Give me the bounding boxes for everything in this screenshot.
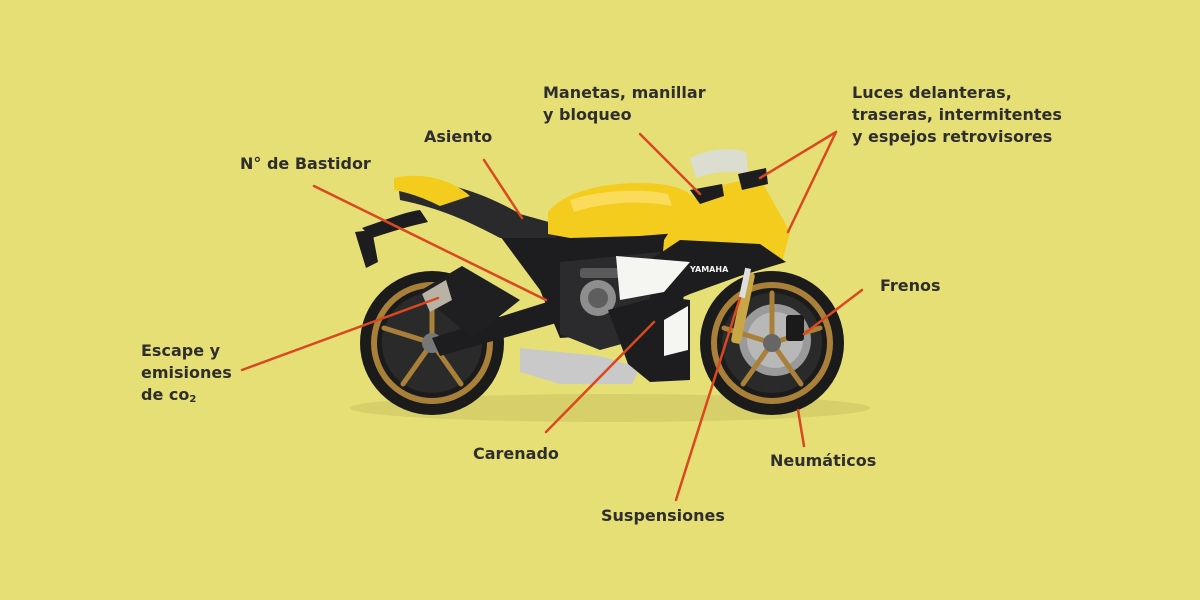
label-escape: Escape y emisiones de co2: [141, 340, 232, 411]
leader-lines: [240, 130, 864, 502]
label-asiento-line1: Asiento: [424, 127, 493, 146]
label-asiento: Asiento: [424, 126, 492, 148]
label-luces-line1: Luces delanteras,: [852, 83, 1012, 102]
exhaust: [418, 266, 640, 384]
label-manetas-line1: Manetas, manillar: [543, 83, 706, 102]
leader-frenos: [802, 288, 864, 336]
label-manetas-line2: y bloqueo: [543, 105, 632, 124]
label-neumaticos: Neumáticos: [770, 450, 876, 472]
label-luces: Luces delanteras, traseras, intermitente…: [852, 82, 1062, 148]
label-neumaticos-line1: Neumáticos: [770, 451, 877, 470]
label-escape-subscript: 2: [189, 394, 197, 405]
label-carenado: Carenado: [473, 443, 559, 465]
label-frenos: Frenos: [880, 275, 941, 297]
brand-badge: YAMAHA: [689, 265, 729, 274]
leader-luces-1: [758, 130, 838, 180]
label-escape-line1: Escape y: [141, 341, 221, 360]
swingarm: [432, 298, 574, 356]
windscreen: [690, 149, 748, 178]
leader-luces-2: [786, 130, 838, 234]
front-fairing: R1 YAMAHA: [608, 180, 790, 382]
label-frenos-line1: Frenos: [880, 276, 941, 295]
model-badge: R1: [728, 244, 750, 262]
tail-section: [394, 175, 470, 206]
leader-bastidor: [312, 184, 548, 302]
handlebar: [690, 184, 724, 204]
tail-fender: [355, 230, 378, 268]
label-luces-line2: traseras, intermitentes: [852, 105, 1062, 124]
label-escape-line2: emisiones: [141, 363, 232, 382]
label-luces-line3: y espejos retrovisores: [852, 127, 1053, 146]
leader-escape: [240, 296, 440, 372]
label-escape-line3-text: de co: [141, 385, 190, 404]
label-manetas: Manetas, manillar y bloqueo: [543, 82, 706, 126]
leader-carenado: [544, 320, 656, 434]
front-wheel: [700, 271, 844, 415]
label-bastidor-line1: N° de Bastidor: [240, 154, 371, 173]
label-bastidor: N° de Bastidor: [240, 153, 371, 175]
leader-manetas: [638, 132, 702, 196]
mirror: [738, 168, 768, 190]
leader-neumaticos: [796, 408, 806, 448]
label-suspensiones-line1: Suspensiones: [601, 506, 725, 525]
label-suspensiones: Suspensiones: [601, 505, 725, 527]
label-carenado-line1: Carenado: [473, 444, 559, 463]
front-fork: [731, 267, 755, 344]
label-escape-line3: de co2: [141, 384, 232, 411]
leader-asiento: [482, 158, 524, 220]
leader-suspensiones: [674, 296, 742, 502]
